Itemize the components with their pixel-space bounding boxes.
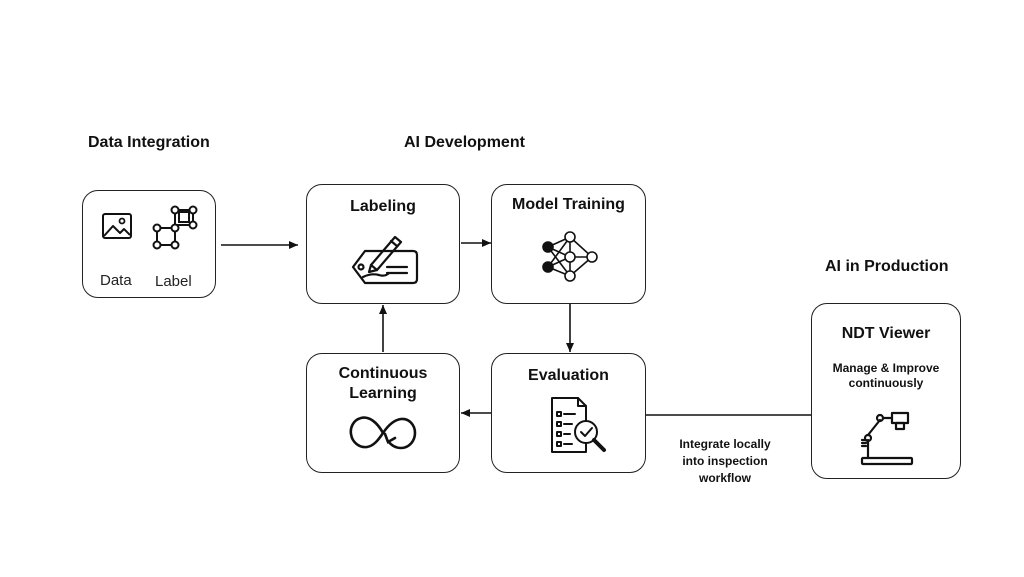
model-training-title: Model Training — [512, 196, 625, 213]
ndt-viewer-subtitle-line1: Manage & Improve — [832, 361, 940, 375]
heading-data-integration: Data Integration — [88, 134, 210, 151]
tag-pencil-icon — [351, 235, 419, 285]
document-inspect-icon — [551, 397, 606, 453]
continuous-learning-box: Continuous Learning — [306, 353, 460, 473]
model-training-box: Model Training — [491, 184, 646, 304]
ndt-viewer-box: NDT Viewer Manage & Improve continuously — [811, 303, 961, 479]
integrate-note-line1: Integrate locally — [679, 437, 771, 451]
continuous-learning-title-line1: Continuous — [338, 365, 428, 382]
inspection-microscope-icon — [860, 411, 914, 466]
neural-network-icon — [542, 231, 598, 282]
ndt-viewer-subtitle-line2: continuously — [848, 376, 924, 390]
heading-ai-in-production: AI in Production — [825, 258, 949, 275]
integrate-note-line3: workflow — [698, 471, 751, 485]
evaluation-box: Evaluation — [491, 353, 646, 473]
ndt-viewer-title: NDT Viewer — [841, 325, 931, 342]
infinity-loop-icon — [349, 416, 417, 450]
evaluation-title: Evaluation — [528, 367, 609, 384]
graph-nodes-icon — [152, 205, 198, 250]
labeling-title: Labeling — [350, 198, 416, 215]
data-label: Data — [100, 272, 132, 289]
labeling-box: Labeling — [306, 184, 460, 304]
integrate-note-line2: into inspection — [682, 454, 768, 468]
continuous-learning-title-line2: Learning — [349, 385, 417, 402]
heading-ai-development: AI Development — [404, 134, 525, 151]
data-integration-box: Data Label — [82, 190, 216, 298]
label-label: Label — [155, 273, 192, 290]
image-icon — [102, 213, 132, 239]
